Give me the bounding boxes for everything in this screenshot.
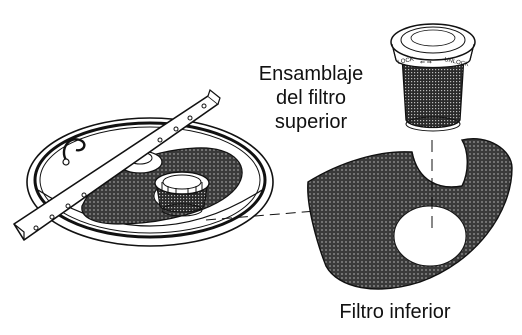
upper-filter-label-line-3: superior: [236, 110, 386, 134]
upper-filter-label: Ensamblaje del filtro superior: [236, 62, 386, 134]
lower-filter-part: [308, 139, 512, 289]
lower-filter-label: Filtro inferior: [300, 300, 490, 324]
arrows-marking: ⇐ ⇒: [420, 60, 432, 66]
upper-filter-label-line-1: Ensamblaje: [236, 62, 386, 86]
upper-filter-part: LOCK ⇐ ⇒ UNLOCK: [391, 24, 475, 131]
upper-filter-label-line-2: del filtro: [236, 86, 386, 110]
